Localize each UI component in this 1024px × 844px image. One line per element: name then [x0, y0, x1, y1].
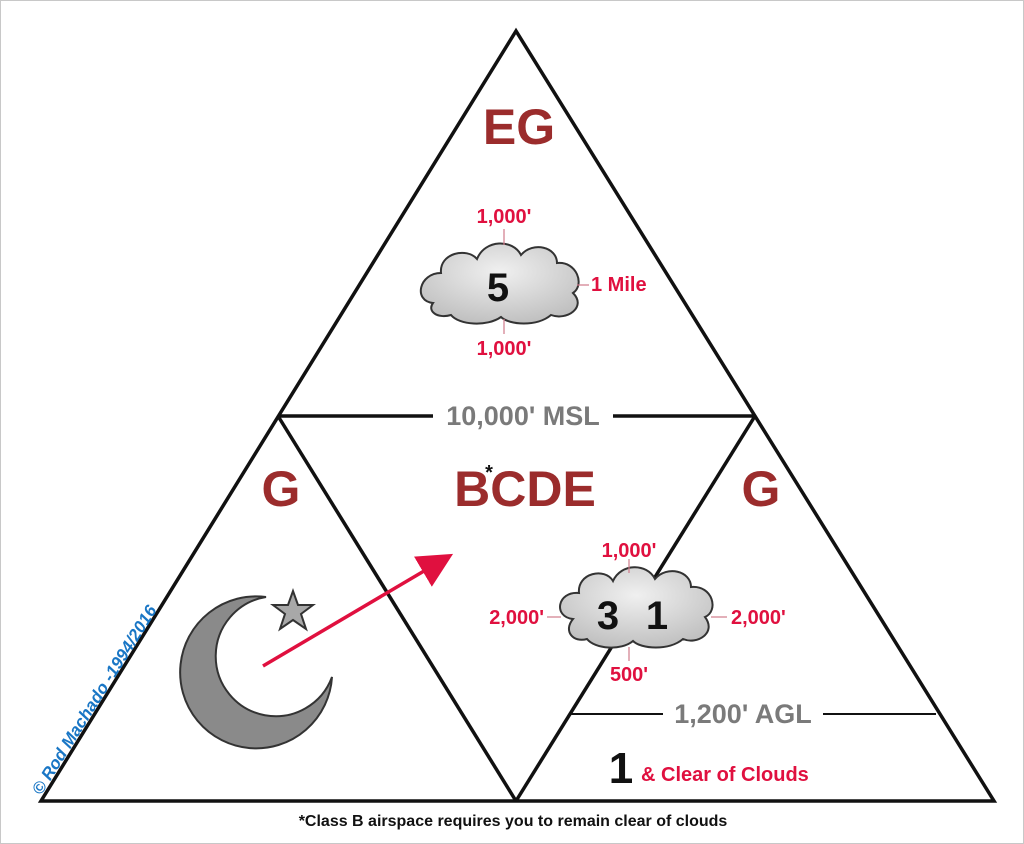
lower-cloud-visibility-right: 1 — [646, 594, 668, 638]
cloud-icon — [559, 566, 714, 649]
upper-cloud-visibility: 5 — [487, 266, 509, 310]
center-zone-label: BCDE — [454, 461, 596, 517]
upper-cloud-below: 1,000' — [477, 338, 532, 360]
footnote: *Class B airspace requires you to remain… — [299, 813, 728, 830]
day-note: & Clear of Clouds — [641, 764, 809, 786]
upper-cloud-horizontal: 1 Mile — [591, 274, 647, 296]
copyright-notice: © Rod Machado -1994/2016 — [28, 601, 161, 798]
star-icon — [270, 588, 316, 632]
cloud-icon — [419, 242, 580, 325]
lower-cloud-below: 500' — [610, 664, 648, 686]
msl-altitude-label: 10,000' MSL — [446, 401, 600, 431]
arrow-icon — [262, 553, 454, 668]
agl-altitude-label: 1,200' AGL — [674, 699, 811, 729]
inner-left-side — [276, 415, 518, 802]
upper-cloud-above: 1,000' — [477, 206, 532, 228]
crescent-moon-icon — [179, 595, 333, 750]
left-zone-label: G — [262, 461, 301, 517]
right-zone-label: G — [742, 461, 781, 517]
lower-cloud-visibility-left: 3 — [597, 594, 619, 638]
day-visibility: 1 — [609, 744, 633, 793]
lower-cloud-above: 1,000' — [602, 540, 657, 562]
center-asterisk: * — [485, 462, 493, 484]
lower-cloud-right: 2,000' — [731, 607, 786, 629]
lower-cloud-left: 2,000' — [489, 607, 544, 629]
msl-label-bg — [433, 399, 613, 431]
top-zone-label: EG — [483, 99, 555, 155]
